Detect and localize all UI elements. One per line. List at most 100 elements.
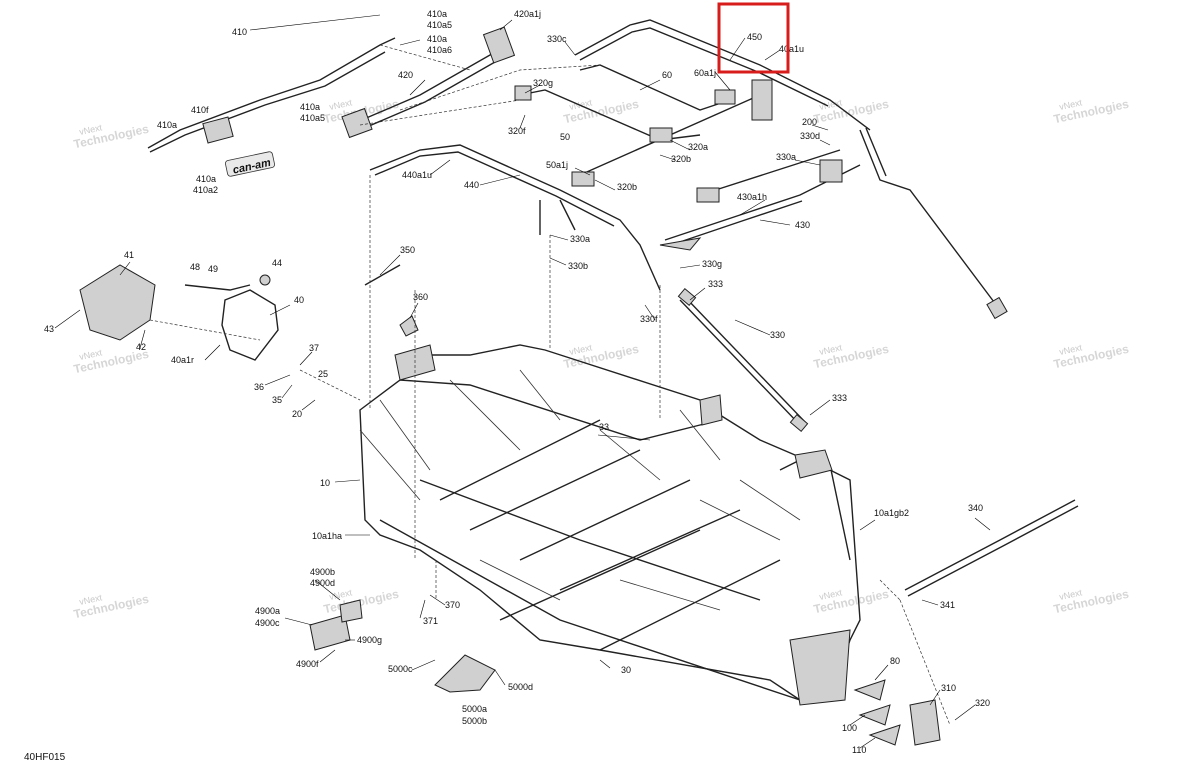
part-330-strut — [679, 299, 801, 426]
label-410a: 410a — [427, 34, 447, 44]
part-410f-bracket — [202, 116, 234, 144]
label-60a1j: 60a1j — [694, 68, 716, 78]
label-440a1u: 440a1u — [402, 170, 432, 180]
frame-rear-skid-plate — [789, 629, 851, 706]
label-49: 49 — [208, 264, 218, 274]
label-410f: 410f — [191, 105, 209, 115]
part-450-top-bow — [574, 19, 871, 131]
label-430: 430 — [795, 220, 810, 230]
frame-floor-rail-2 — [419, 479, 761, 601]
part-430-gusset — [659, 237, 702, 251]
part-340-bar-2 — [907, 505, 1079, 597]
label-410a: 410a — [427, 9, 447, 19]
frame-cross-2 — [499, 529, 781, 651]
label-4900g: 4900g — [357, 635, 382, 645]
part-4900b-cover — [339, 599, 363, 623]
label-35: 35 — [272, 395, 282, 405]
roll-cage-parts — [147, 19, 1008, 433]
part-rear-leg-clamp — [986, 296, 1008, 320]
watermark-text: vNext — [1058, 97, 1083, 112]
part-100-bracket — [858, 704, 891, 726]
part-340-bar — [904, 499, 1076, 591]
label-44: 44 — [272, 258, 282, 268]
label-410a5-mid: 410a5 — [300, 113, 325, 123]
part-320g-bracket — [514, 85, 532, 101]
label-42: 42 — [136, 342, 146, 352]
label-37: 37 — [309, 343, 319, 353]
watermark-text: vNext — [78, 347, 103, 362]
part-200-leg — [859, 129, 1001, 311]
part-48-tube — [184, 284, 251, 291]
part-320b-bracket — [571, 171, 595, 187]
label-200: 200 — [802, 117, 817, 127]
label-5000b: 5000b — [462, 716, 487, 726]
label-320f: 320f — [508, 126, 526, 136]
part-40a1u-bracket — [751, 79, 773, 121]
label-410a2: 410a2 — [193, 185, 218, 195]
frame-right-front-mount — [699, 394, 723, 426]
label-36: 36 — [254, 382, 264, 392]
label-5000c: 5000c — [388, 664, 413, 674]
part-450-top-bow-inner — [579, 27, 829, 107]
label-10a1ha: 10a1ha — [312, 531, 342, 541]
part-60-bar — [579, 64, 731, 111]
part-333-bottom-clamp — [789, 413, 809, 433]
label-4900b: 4900b — [310, 567, 335, 577]
label-430a1h: 430a1h — [737, 192, 767, 202]
label-320g: 320g — [533, 78, 553, 88]
part-440-front-bow-2 — [374, 151, 615, 227]
label-4900a: 4900a — [255, 606, 280, 616]
label-410a-mid: 410a — [300, 102, 320, 112]
label-40a1u: 40a1u — [779, 44, 804, 54]
frame-top-rail — [399, 379, 721, 441]
label-4900f: 4900f — [296, 659, 319, 669]
part-410-bar — [147, 37, 396, 149]
watermark-text: vNext — [328, 587, 353, 602]
alignment-lines — [149, 44, 951, 726]
label-5000d: 5000d — [508, 682, 533, 692]
label-320a: 320a — [688, 142, 708, 152]
label-110: 110 — [852, 745, 866, 755]
label-40a1r: 40a1r — [171, 355, 194, 365]
label-410a-left: 410a — [157, 120, 177, 130]
part-430-bar-2 — [667, 200, 803, 247]
label-41: 41 — [124, 250, 134, 260]
frame-floor-rail — [379, 519, 801, 701]
part-44-grommet — [259, 274, 271, 286]
frame-diagonals — [359, 369, 801, 611]
highlight-box-450 — [717, 2, 790, 74]
label-440: 440 — [464, 180, 479, 190]
label-5000a: 5000a — [462, 704, 487, 714]
label-410a6: 410a6 — [427, 45, 452, 55]
label-340: 340 — [968, 503, 983, 513]
part-350-rod — [364, 264, 401, 286]
label-330d: 330d — [800, 131, 820, 141]
label-330: 330 — [770, 330, 785, 340]
label-341: 341 — [940, 600, 955, 610]
label-420a1j: 420a1j — [514, 9, 541, 19]
watermark-text: vNext — [1058, 342, 1083, 357]
label-410: 410 — [232, 27, 247, 37]
label-360: 360 — [413, 292, 428, 302]
part-41-skid — [79, 264, 156, 341]
part-330a-bracket — [819, 159, 843, 183]
label-330a: 330a — [570, 234, 590, 244]
label-371: 371 — [423, 616, 438, 626]
label-330b: 330b — [568, 261, 588, 271]
label-320: 320 — [975, 698, 990, 708]
part-440-support — [539, 199, 576, 235]
label-10a1gb2: 10a1gb2 — [874, 508, 909, 518]
label-320b-top: 320b — [671, 154, 691, 164]
label-43: 43 — [44, 324, 54, 334]
part-420-clamp — [341, 107, 373, 139]
watermark-text: vNext — [818, 97, 843, 112]
watermark-text: vNext — [328, 97, 353, 112]
label-40: 40 — [294, 295, 304, 305]
label-4900d: 4900d — [310, 578, 335, 588]
can-am-logo: can-am — [225, 151, 275, 177]
label-20: 20 — [292, 409, 302, 419]
part-320b-bracket-2 — [696, 187, 720, 203]
label-330a-right: 330a — [776, 152, 796, 162]
label-50a1j: 50a1j — [546, 160, 568, 170]
